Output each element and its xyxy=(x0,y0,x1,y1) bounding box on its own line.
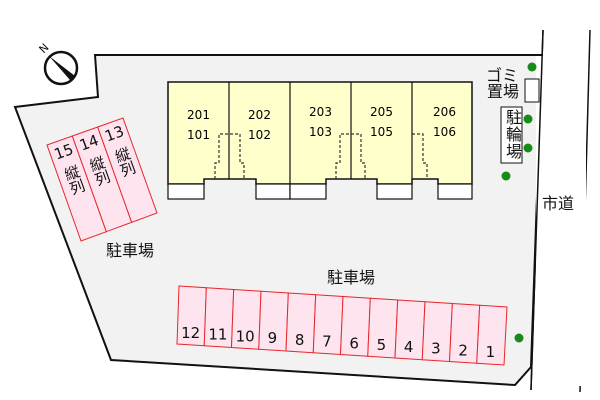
parking-space-9: 9 xyxy=(258,290,289,352)
tree-icon xyxy=(501,171,511,181)
stair-outline xyxy=(411,133,428,179)
balcony xyxy=(255,183,291,200)
parking-space-7: 7 xyxy=(312,294,344,356)
garbage-station xyxy=(524,78,540,103)
balcony xyxy=(437,183,473,200)
parking-bottom-label: 駐車場 xyxy=(327,268,376,287)
parking-space-2: 2 xyxy=(448,302,481,364)
parking-space-number: 7 xyxy=(322,333,332,351)
balcony xyxy=(167,183,205,200)
parking-space-number: 5 xyxy=(377,336,387,354)
parking-space-5: 5 xyxy=(367,297,399,359)
stair-outline xyxy=(214,133,245,179)
apartment-building xyxy=(167,81,473,200)
parking-space-8: 8 xyxy=(285,292,317,354)
parking-space-11: 11 xyxy=(203,287,235,349)
unit-number-lower: 102 xyxy=(248,128,271,142)
parking-left-label: 駐車場 xyxy=(106,241,155,260)
parking-space-number: 1 xyxy=(486,343,496,361)
road xyxy=(536,56,586,386)
parking-space-10: 10 xyxy=(230,288,262,350)
unit-number-lower: 103 xyxy=(309,125,332,139)
road-edge xyxy=(530,29,544,391)
stair-outline xyxy=(335,133,366,179)
parking-space-number: 13 xyxy=(102,122,126,145)
compass-icon xyxy=(43,50,79,86)
unit-number-upper: 203 xyxy=(309,105,332,119)
road-label: 市道 xyxy=(542,194,575,213)
unit-number-lower: 105 xyxy=(370,125,393,139)
parking-space-number: 10 xyxy=(236,327,255,345)
parking-space-number: 11 xyxy=(208,326,227,344)
bicycle-parking-label: 駐輪場 xyxy=(503,109,522,160)
balcony xyxy=(376,183,413,200)
parking-space-number: 12 xyxy=(181,324,200,342)
parking-space-number: 15 xyxy=(52,140,76,163)
parking-space-number: 6 xyxy=(349,334,359,352)
tree-icon xyxy=(527,62,537,72)
parking-space-number: 2 xyxy=(458,341,468,359)
parking-space-1: 1 xyxy=(476,304,508,366)
tree-icon xyxy=(523,114,533,124)
unit-number-lower: 101 xyxy=(187,128,210,142)
parking-space-number: 14 xyxy=(77,131,101,154)
parking-space-4: 4 xyxy=(394,299,426,361)
garbage-label-line1: ゴミ xyxy=(486,66,519,85)
parking-space-6: 6 xyxy=(339,295,371,357)
parking-space-3: 3 xyxy=(421,301,453,363)
parking-space-number: 4 xyxy=(404,338,414,356)
parking-space-number: 8 xyxy=(295,331,305,349)
bicycle-parking xyxy=(500,106,523,164)
balcony xyxy=(289,183,327,200)
parking-space-number: 3 xyxy=(431,340,441,358)
parking-space-number: 9 xyxy=(268,329,278,347)
tree-icon xyxy=(514,333,524,343)
tree-icon xyxy=(523,143,533,153)
unit-number-upper: 205 xyxy=(370,105,393,119)
unit-number-upper: 201 xyxy=(187,108,210,122)
unit-number-lower: 106 xyxy=(433,125,456,139)
parking-space-12: 12 xyxy=(176,285,207,347)
unit-number-upper: 206 xyxy=(433,105,456,119)
unit-number-upper: 202 xyxy=(248,108,271,122)
garbage-label-line2: 置場 xyxy=(487,82,520,101)
